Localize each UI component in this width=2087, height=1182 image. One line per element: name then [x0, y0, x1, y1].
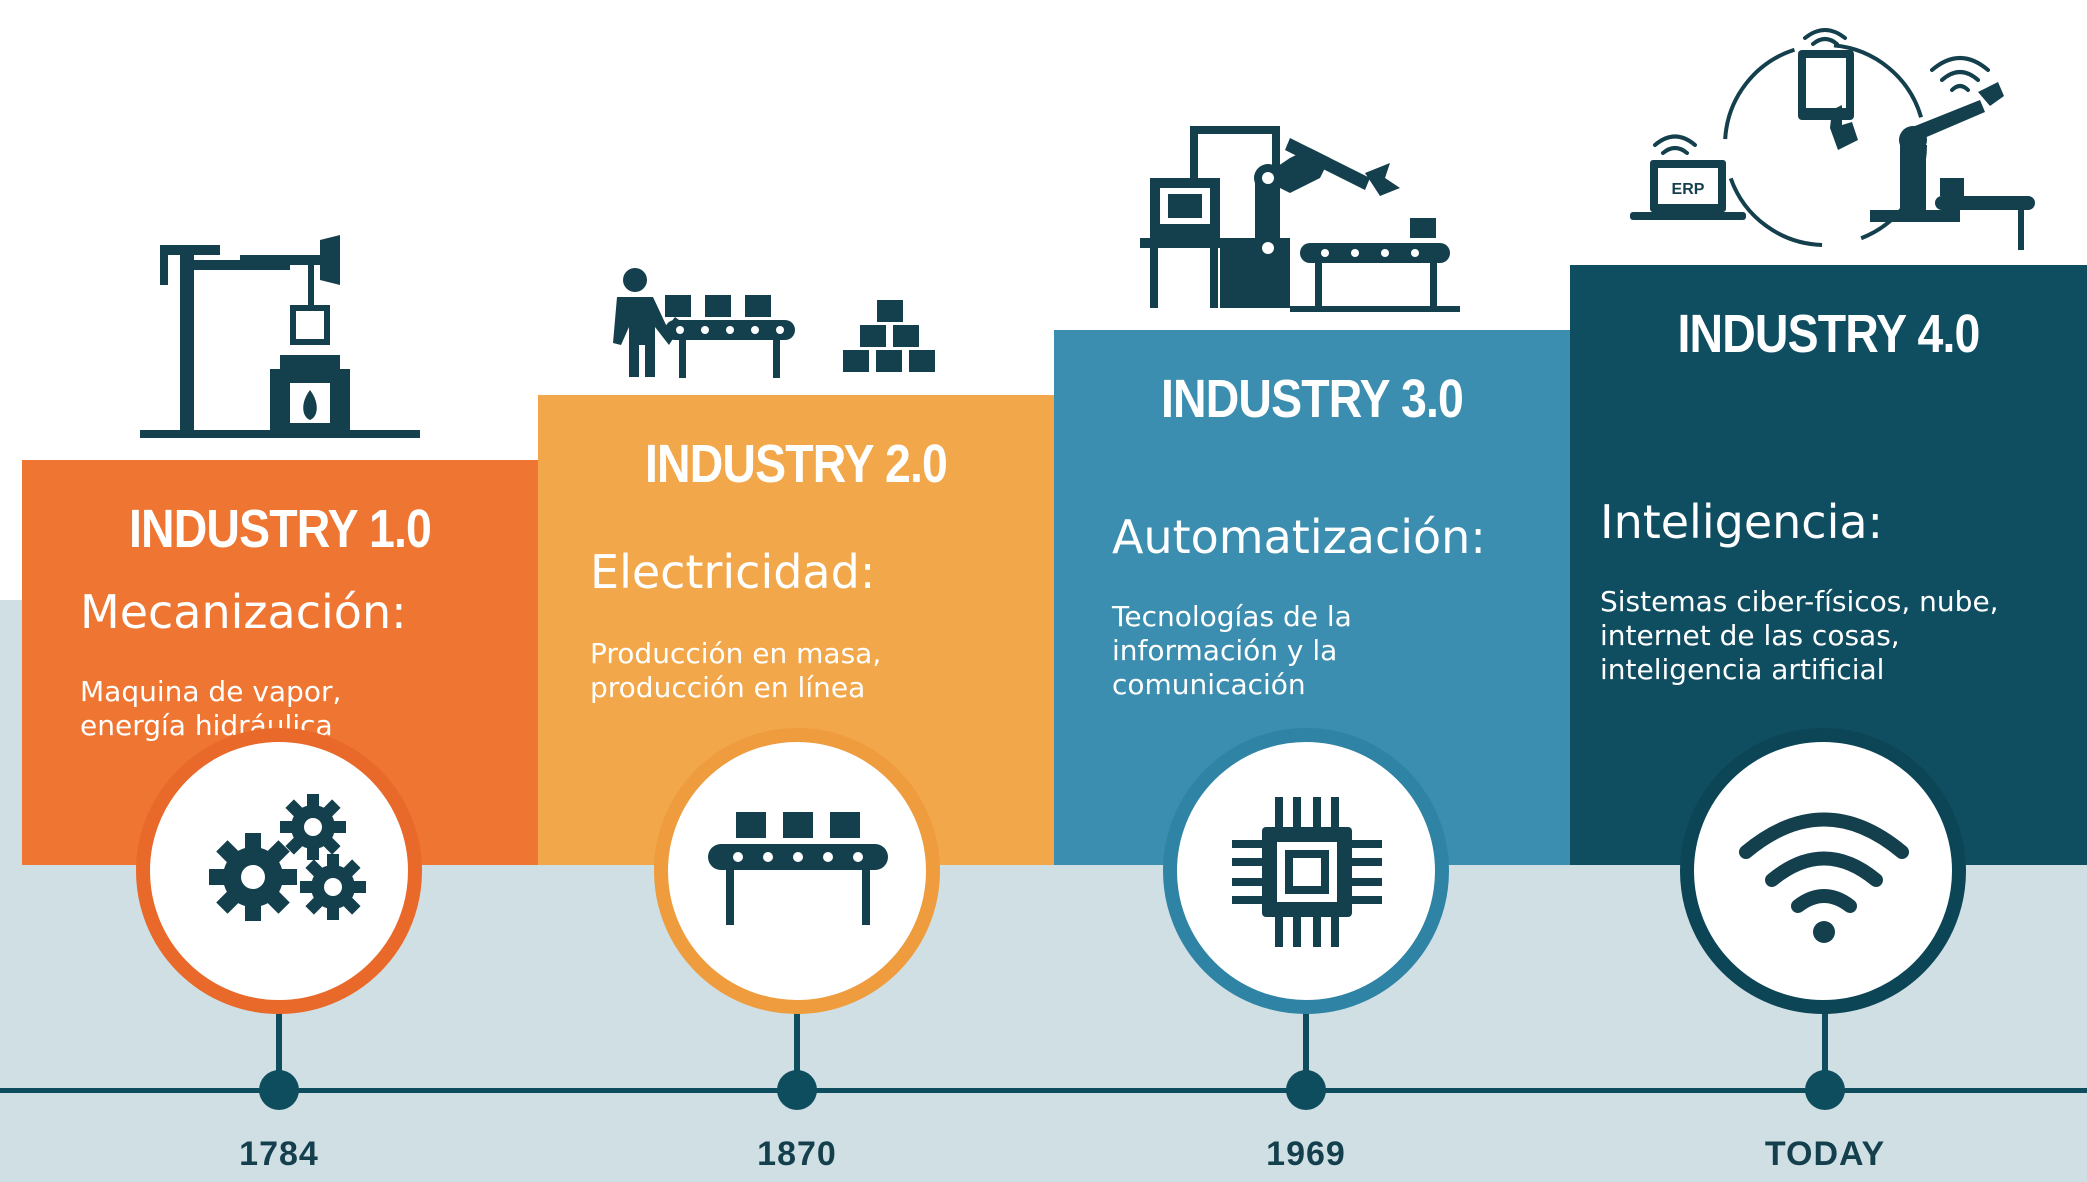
conveyor-belt-icon	[708, 812, 888, 925]
stage-1-circle	[136, 728, 422, 1014]
stage-2-heading: Electricidad:	[590, 545, 876, 599]
stage-2-stem	[794, 990, 800, 1090]
stage-3-dot	[1286, 1070, 1326, 1110]
stage-1-description: Maquina de vapor, energía hidráulica	[80, 675, 342, 742]
timeline-line	[0, 1088, 2087, 1093]
wifi-icon	[1739, 812, 1909, 943]
stage-3-year: 1969	[1266, 1135, 1346, 1173]
computer-robot-arm-icon	[1140, 126, 1460, 312]
connected-devices-icon: ERP	[1630, 28, 2035, 250]
microchip-icon	[1232, 797, 1382, 947]
stage-3-stem	[1303, 990, 1309, 1090]
stage-4-circle	[1680, 728, 1966, 1014]
stage-2-description: Producción en masa, producción en línea	[590, 637, 882, 704]
stage-1-title: INDUSTRY 1.0	[129, 499, 432, 559]
stage-2-panel: INDUSTRY 2.0 Electricidad: Producción en…	[538, 395, 1054, 865]
stage-1-heading: Mecanización:	[80, 585, 407, 639]
stage-2-circle	[654, 728, 940, 1014]
erp-label: ERP	[1672, 181, 1705, 198]
stage-3-heading: Automatización:	[1112, 510, 1486, 564]
stage-4-heading: Inteligencia:	[1600, 495, 1884, 549]
stage-2-title: INDUSTRY 2.0	[645, 434, 948, 494]
stage-1-year: 1784	[239, 1135, 319, 1173]
stage-4-title: INDUSTRY 4.0	[1677, 304, 1981, 364]
stage-1-stem	[276, 990, 282, 1090]
stage-2-year: 1870	[757, 1135, 837, 1173]
stage-4-year: TODAY	[1764, 1135, 1886, 1173]
stage-1-panel: INDUSTRY 1.0 Mecanización: Maquina de va…	[22, 460, 538, 865]
gears-icon	[209, 794, 366, 921]
oil-pump-furnace-icon	[140, 235, 420, 438]
stage-1-dot	[259, 1070, 299, 1110]
stage-4-dot	[1805, 1070, 1845, 1110]
stage-3-title: INDUSTRY 3.0	[1161, 369, 1464, 429]
stage-4-stem	[1822, 990, 1828, 1090]
stage-4-description: Sistemas ciber-físicos, nube, internet d…	[1600, 585, 1999, 686]
stage-3-description: Tecnologías de la información y la comun…	[1112, 600, 1352, 701]
stage-2-dot	[777, 1070, 817, 1110]
worker-conveyor-icon	[613, 268, 935, 378]
stage-3-circle	[1163, 728, 1449, 1014]
